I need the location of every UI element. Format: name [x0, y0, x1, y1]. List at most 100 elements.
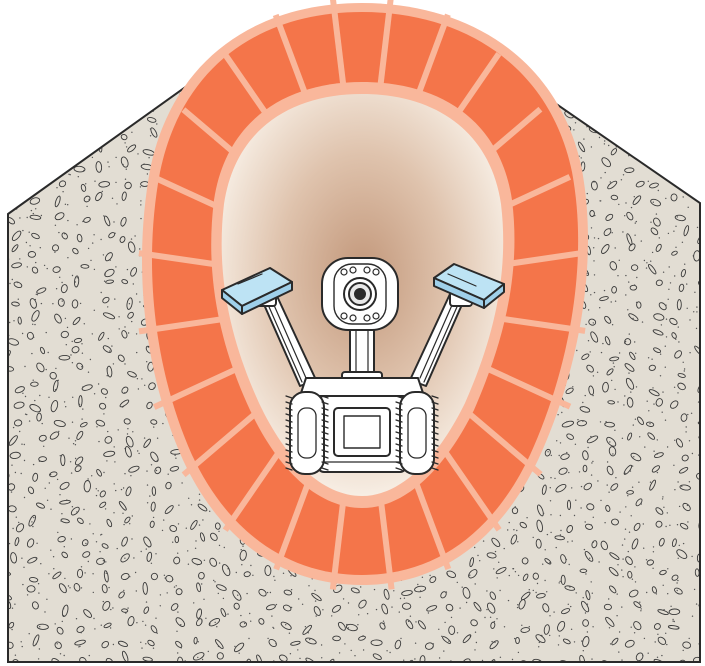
pebble	[27, 486, 35, 495]
soil-speck	[569, 586, 571, 588]
pebble	[544, 558, 552, 565]
soil-speck	[32, 212, 34, 215]
soil-speck	[479, 560, 481, 562]
pebble	[8, 600, 12, 609]
soil-speck	[131, 538, 133, 540]
soil-speck	[127, 83, 129, 85]
soil-speck	[628, 83, 631, 86]
soil-speck	[686, 283, 688, 285]
pebble	[104, 252, 113, 262]
soil-speck	[373, 588, 376, 591]
soil-speck	[47, 351, 49, 354]
soil-speck	[584, 394, 586, 397]
soil-speck	[631, 486, 634, 488]
soil-speck	[137, 388, 140, 390]
soil-speck	[162, 422, 164, 425]
soil-speck	[61, 300, 63, 302]
pebble	[337, 621, 346, 631]
soil-speck	[72, 396, 74, 398]
track-tread	[431, 395, 439, 399]
pebble	[74, 465, 82, 473]
pebble	[81, 384, 93, 391]
pebble	[682, 641, 692, 649]
soil-speck	[252, 663, 253, 664]
pebble	[555, 483, 567, 493]
soil-speck	[678, 341, 680, 343]
soil-speck	[17, 191, 19, 193]
soil-speck	[700, 199, 701, 200]
soil-speck	[600, 200, 602, 202]
pebble	[558, 467, 568, 475]
soil-speck	[19, 430, 21, 433]
soil-speck	[642, 523, 644, 525]
soil-speck	[125, 612, 127, 614]
track-tread	[395, 425, 403, 429]
pebble	[626, 490, 634, 495]
soil-speck	[432, 609, 434, 611]
soil-speck	[517, 574, 520, 577]
soil-speck	[687, 206, 689, 208]
pebble	[147, 639, 155, 647]
soil-speck	[21, 443, 23, 445]
soil-speck	[216, 626, 218, 628]
pebble	[151, 486, 157, 496]
soil-speck	[593, 291, 596, 294]
pebble	[671, 574, 679, 581]
soil-speck	[638, 481, 640, 483]
soil-speck	[382, 620, 385, 622]
soil-speck	[603, 143, 606, 145]
soil-speck	[498, 561, 500, 563]
soil-speck	[54, 623, 56, 625]
track-tread	[285, 443, 293, 447]
soil-speck	[51, 94, 53, 97]
pebble	[429, 576, 437, 584]
soil-speck	[581, 640, 583, 642]
soil-speck	[569, 60, 572, 63]
pebble	[105, 91, 113, 99]
pebble	[143, 606, 150, 614]
track-tread	[285, 413, 293, 417]
soil-speck	[148, 546, 150, 548]
soil-speck	[622, 558, 624, 560]
soil-speck	[481, 659, 484, 662]
pebble	[603, 603, 612, 611]
soil-speck	[109, 627, 112, 629]
soil-speck	[628, 333, 630, 335]
pebble	[655, 243, 662, 252]
pebble	[150, 451, 159, 463]
soil-speck	[71, 421, 74, 423]
soil-speck	[429, 574, 431, 577]
soil-speck	[585, 323, 587, 326]
soil-speck	[32, 463, 35, 466]
soil-speck	[628, 281, 630, 283]
soil-speck	[65, 108, 67, 111]
pebble	[170, 603, 179, 611]
pebble	[36, 412, 42, 422]
pebble	[495, 567, 507, 575]
pebble	[657, 636, 667, 645]
pebble	[605, 504, 611, 512]
soil-speck	[631, 465, 634, 467]
soil-speck	[87, 560, 90, 563]
pebble	[678, 283, 685, 292]
pebble	[473, 601, 482, 612]
pebble	[560, 453, 570, 460]
soil-speck	[126, 268, 129, 271]
soil-speck	[87, 247, 90, 250]
soil-speck	[616, 593, 618, 595]
soil-speck	[129, 523, 131, 525]
soil-speck	[444, 621, 446, 624]
pebble	[76, 233, 83, 243]
soil-speck	[34, 399, 36, 402]
soil-speck	[145, 548, 147, 550]
pebble	[150, 625, 158, 634]
soil-speck	[249, 612, 251, 615]
soil-speck	[19, 96, 22, 98]
soil-speck	[691, 555, 693, 558]
soil-speck	[115, 489, 117, 492]
soil-speck	[427, 612, 430, 614]
soil-speck	[507, 599, 510, 602]
soil-speck	[674, 275, 676, 277]
soil-speck	[125, 146, 128, 148]
pebble	[609, 585, 617, 594]
